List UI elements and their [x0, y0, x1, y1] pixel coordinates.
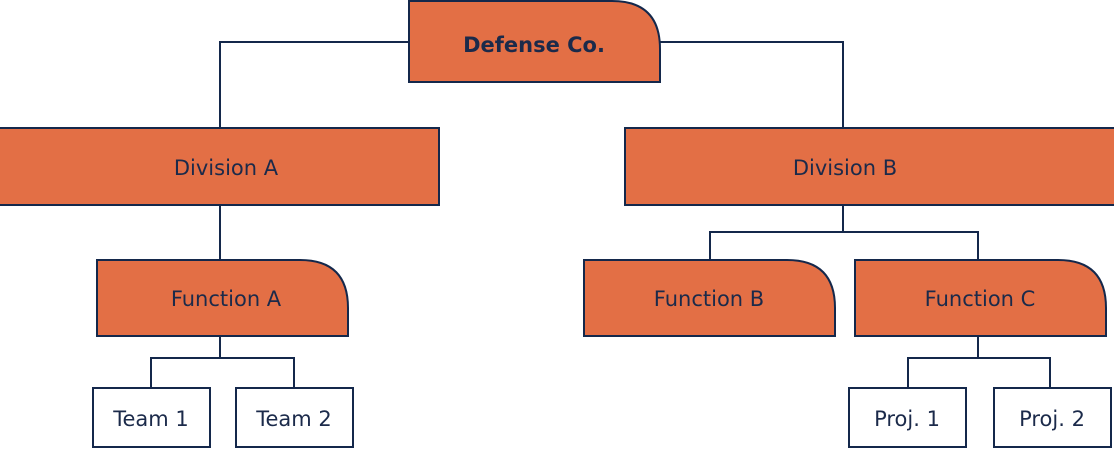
node-division-a-shape	[0, 127, 440, 206]
node-defense-co-label: Defense Co.	[463, 33, 605, 57]
connector-function-a-branches	[150, 357, 295, 388]
node-team-1-shape	[92, 387, 211, 448]
connector-root-division-b	[660, 41, 844, 128]
node-proj-2-label: Proj. 2	[1019, 407, 1085, 431]
node-function-a: Function A	[96, 259, 349, 337]
node-proj-1-shape	[848, 387, 967, 448]
node-defense-co: Defense Co.	[408, 0, 661, 83]
node-proj-2: Proj. 2	[993, 387, 1112, 448]
connector-function-c-branches	[907, 357, 1051, 388]
node-function-b-shape	[583, 259, 836, 337]
node-team-2: Team 2	[235, 387, 354, 448]
node-function-c-label: Function C	[925, 287, 1036, 311]
node-function-c: Function C	[854, 259, 1107, 337]
node-function-a-shape	[96, 259, 349, 337]
node-division-b: Division B	[624, 127, 1114, 206]
node-proj-1-label: Proj. 1	[874, 407, 940, 431]
node-function-c-shape	[854, 259, 1107, 337]
node-division-a-label: Division A	[174, 156, 279, 180]
connectors	[150, 41, 1051, 388]
node-function-b-label: Function B	[654, 287, 764, 311]
node-function-a-label: Function A	[171, 287, 282, 311]
connector-root-division-a	[219, 41, 409, 128]
node-team-1-label: Team 1	[112, 407, 189, 431]
connector-division-b-branches	[709, 231, 979, 260]
node-proj-1: Proj. 1	[848, 387, 967, 448]
node-team-1: Team 1	[92, 387, 211, 448]
node-division-b-shape	[624, 127, 1114, 206]
node-function-b: Function B	[583, 259, 836, 337]
node-defense-co-shape	[408, 0, 661, 83]
node-division-b-label: Division B	[793, 156, 897, 180]
node-team-2-label: Team 2	[255, 407, 332, 431]
node-team-2-shape	[235, 387, 354, 448]
node-division-a: Division A	[0, 127, 440, 206]
node-proj-2-shape	[993, 387, 1112, 448]
